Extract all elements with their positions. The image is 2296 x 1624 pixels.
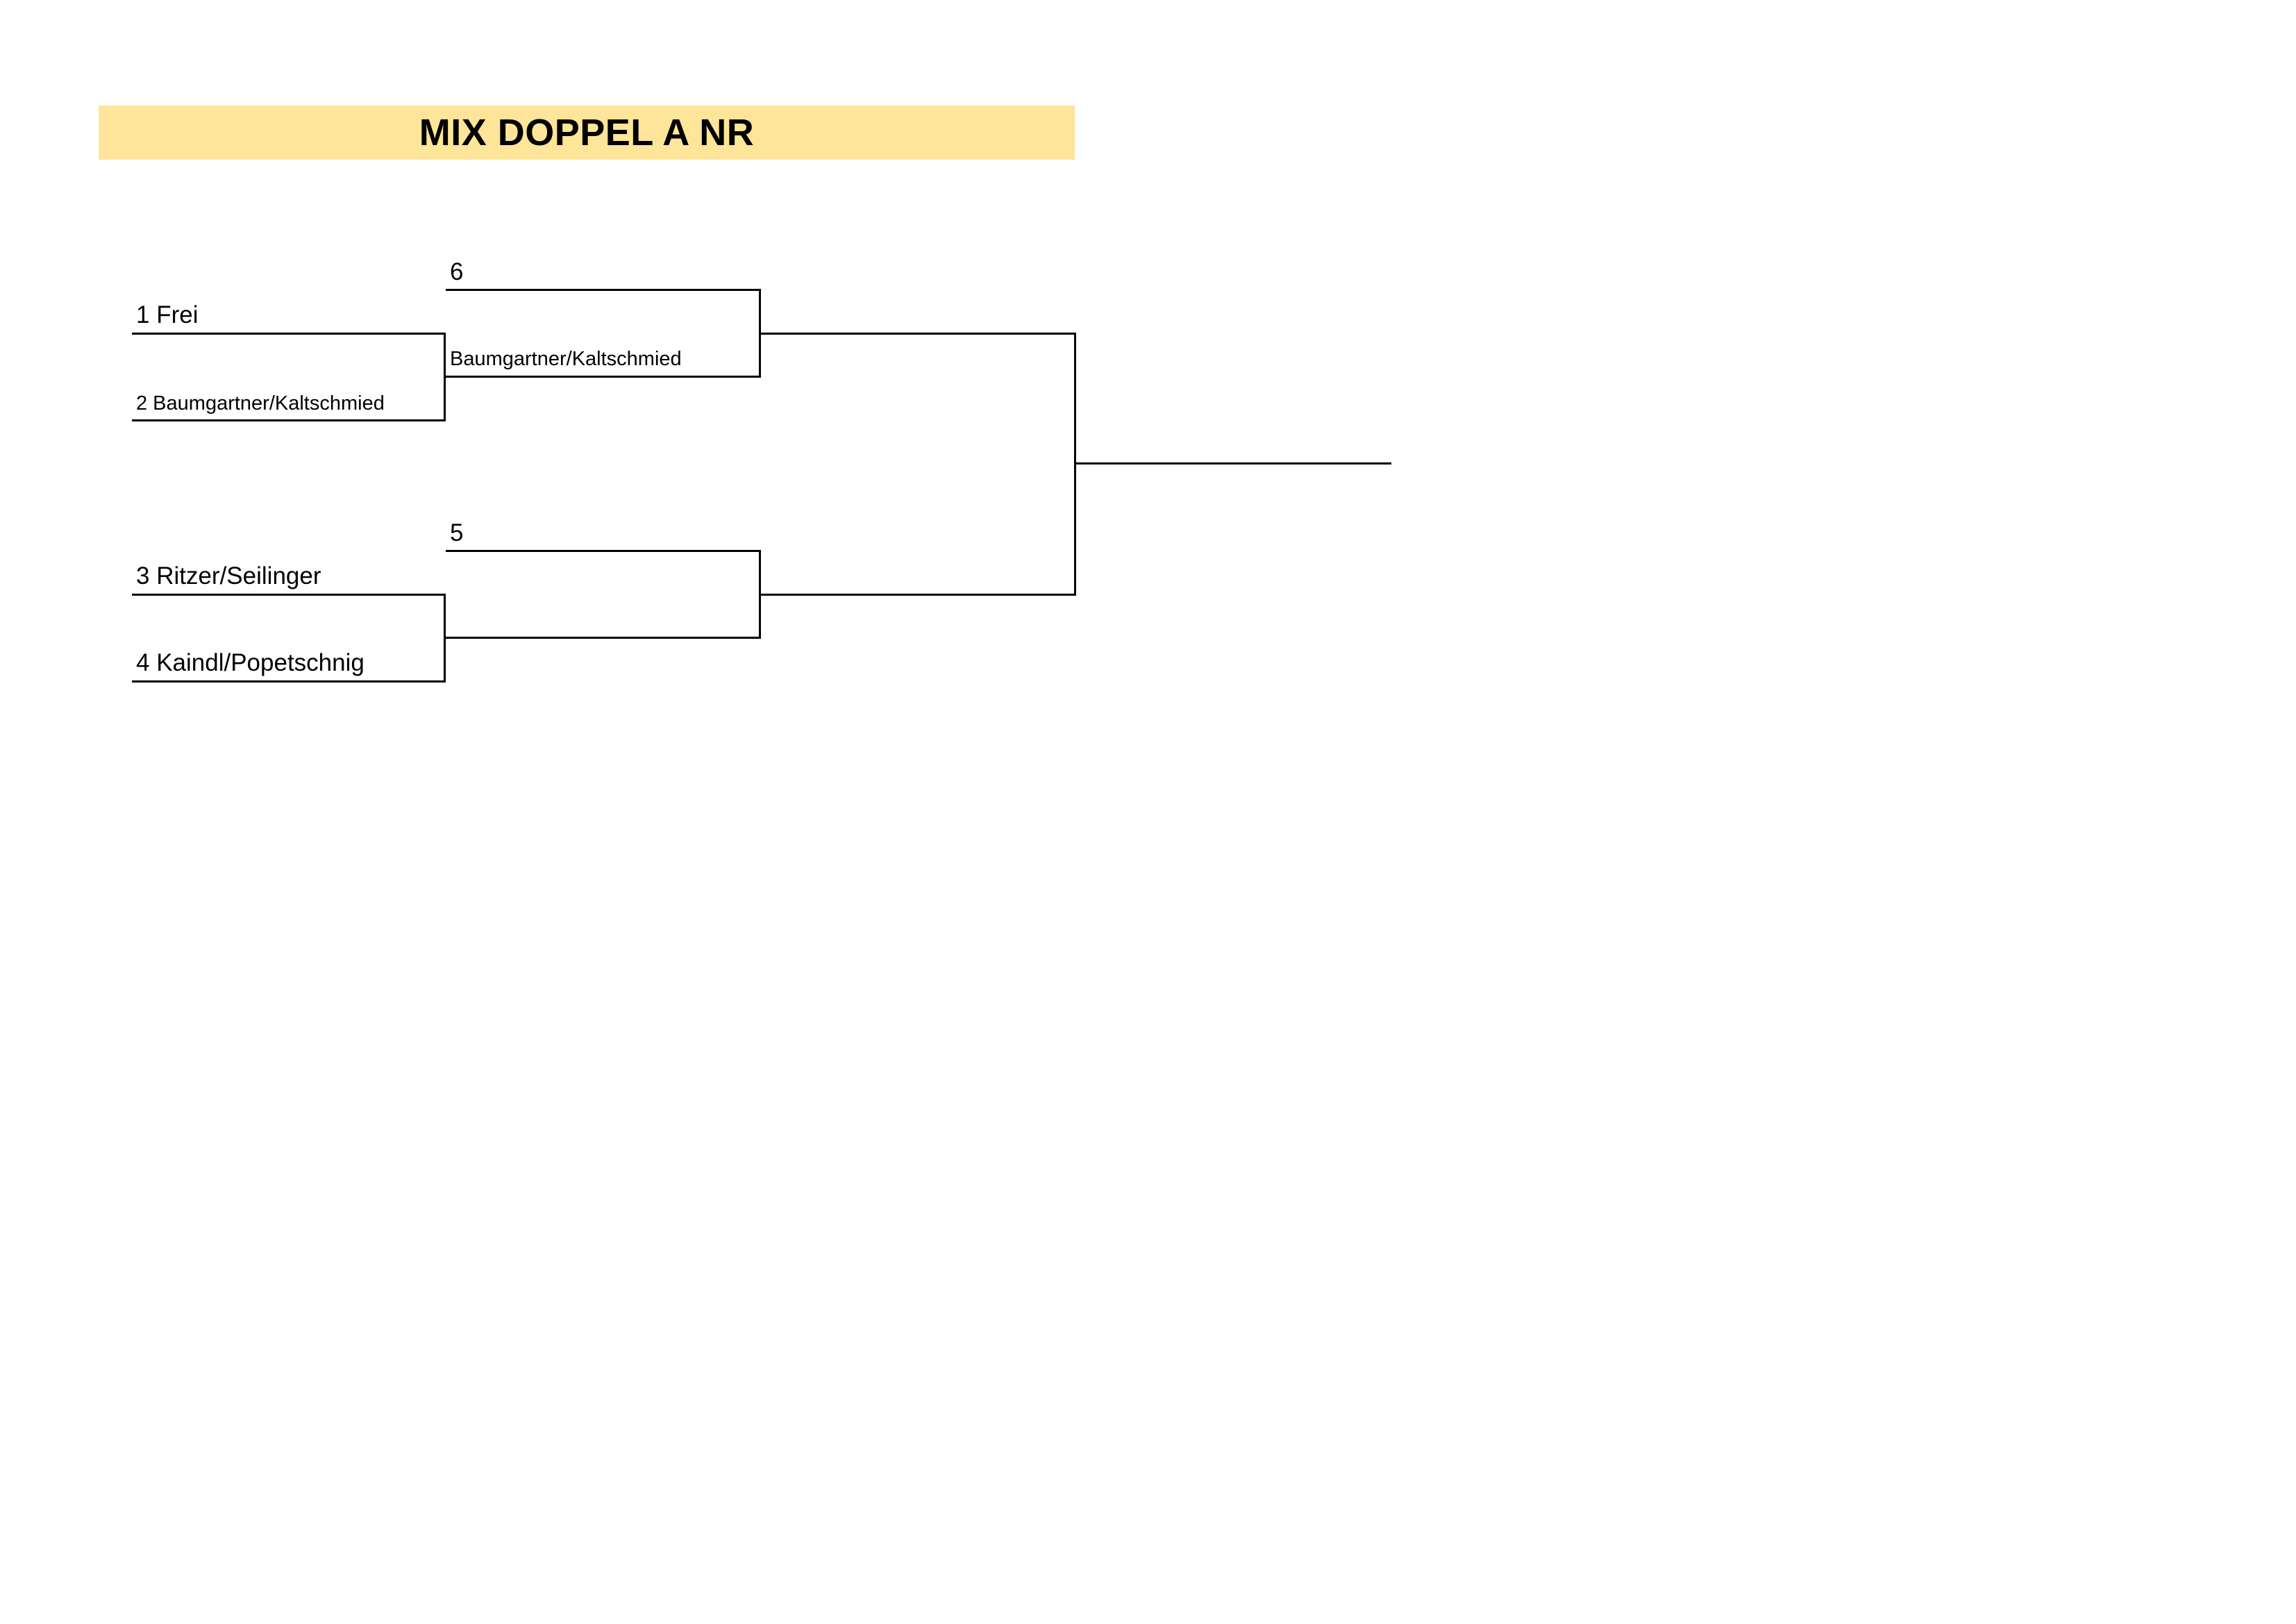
round2-slot1-match-number: 6 [450,258,464,285]
round1-match2-bottom-label: 4 Kaindl/Popetschnig [136,649,364,676]
title-bar: MIX DOPPEL A NR [99,106,1075,160]
semifinal-connector [1074,333,1076,596]
round2-slot1-connector [759,289,761,378]
round1-match2-connector [444,594,446,683]
round1-match1-bottom-label: 2 Baumgartner/Kaltschmied [136,392,385,415]
semifinal-bottom-line [761,594,1076,596]
round1-match2-top-line [132,594,446,596]
round1-match1-top-label: 1 Frei [136,301,199,328]
page-title: MIX DOPPEL A NR [419,112,755,153]
round1-match1-connector [444,333,446,421]
round1-match2-bottom-line [132,680,446,683]
final-winner-line [1076,462,1391,464]
round2-slot1-bottom-line [446,376,761,378]
round2-slot1-winner-label: Baumgartner/Kaltschmied [450,348,682,370]
round2-slot2-connector [759,550,761,639]
round1-match1-top-line [132,333,446,335]
round2-slot2-match-number: 5 [450,519,464,546]
round1-match1-bottom-line [132,419,446,421]
round2-slot1-top-line [446,289,761,291]
round1-match2-top-label: 3 Ritzer/Seilinger [136,562,321,589]
round2-slot2-top-line [446,550,761,552]
round2-slot2-bottom-line [446,637,761,639]
semifinal-top-line [761,333,1076,335]
